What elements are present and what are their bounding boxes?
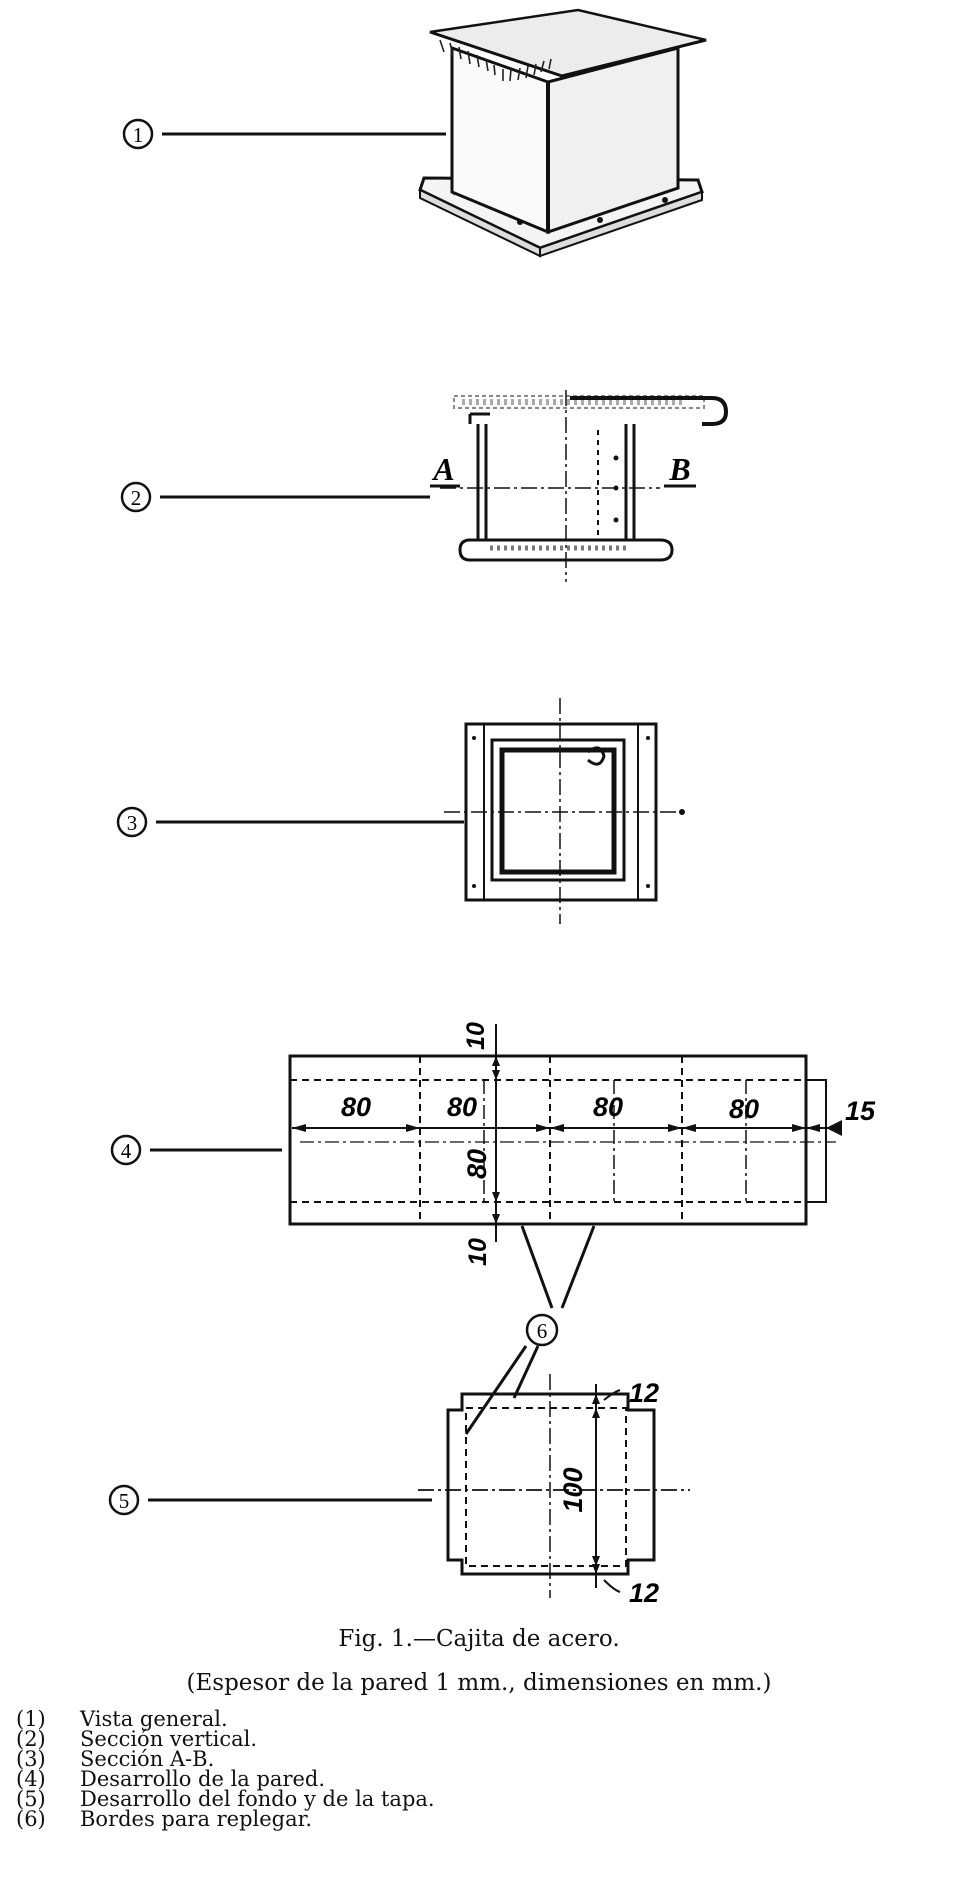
dim-bottom-margin: 10 [464,1238,492,1266]
section-label-a: A [431,451,454,487]
view-wall-development: 4 80 80 80 80 15 10 80 10 [110,1022,876,1266]
legend-item: (4) Desarrollo de la pared. [16,1767,435,1791]
view-section-ab: 3 [116,698,685,924]
legend-key: (4) [16,1767,46,1791]
dim-overlap: 15 [845,1096,876,1126]
legend-text: Desarrollo de la pared. [80,1767,326,1791]
legend-item: (5) Desarrollo del fondo y de la tapa. [16,1787,435,1811]
view-general: 1 [122,8,707,258]
callout-2: 2 [131,486,142,510]
legend: (1) Vista general. (2) Sección vertical. (… [16,1707,435,1831]
legend-text: Sección vertical. [80,1727,258,1751]
dim-flange-top: 12 [629,1378,659,1408]
legend-item: (3) Sección A-B. [16,1747,435,1771]
legend-text: Sección A-B. [80,1747,215,1771]
dim-top-margin: 10 [462,1022,490,1050]
callout-fold-edges: 6 [464,1225,596,1435]
dim-panel-3: 80 [593,1092,623,1122]
legend-item: (1) Vista general. [16,1707,435,1731]
dim-panel-4: 80 [729,1094,759,1124]
legend-key: (1) [16,1707,46,1731]
legend-text: Vista general. [80,1707,228,1731]
callout-1: 1 [133,123,144,147]
legend-text: Bordes para replegar. [80,1807,313,1831]
dim-side: 100 [558,1467,588,1512]
dim-panel-1: 80 [341,1092,371,1122]
legend-key: (5) [16,1787,46,1811]
dim-flange-bottom: 12 [629,1578,659,1608]
legend-key: (3) [16,1747,46,1771]
legend-key: (2) [16,1727,46,1751]
figure-note: (Espesor de la pared 1 mm., dimensiones … [186,1670,772,1696]
section-label-b: B [668,451,690,487]
callout-6: 6 [537,1319,548,1343]
dim-height: 80 [462,1149,492,1179]
legend-item: (6) Bordes para replegar. [16,1807,435,1831]
view-vertical-section: 2 A B [120,390,729,582]
legend-item: (2) Sección vertical. [16,1727,435,1751]
steel-box-figure: 1 2 A B [108,8,876,1608]
legend-key: (6) [16,1807,46,1831]
legend-text: Desarrollo del fondo y de la tapa. [80,1787,435,1811]
view-bottom-development: 5 12 12 100 [108,1374,690,1608]
dim-panel-2: 80 [447,1092,477,1122]
callout-3: 3 [127,811,138,835]
callout-5: 5 [119,1489,130,1513]
callout-4: 4 [121,1139,132,1163]
figure-caption: Fig. 1.—Cajita de acero. [338,1626,620,1652]
